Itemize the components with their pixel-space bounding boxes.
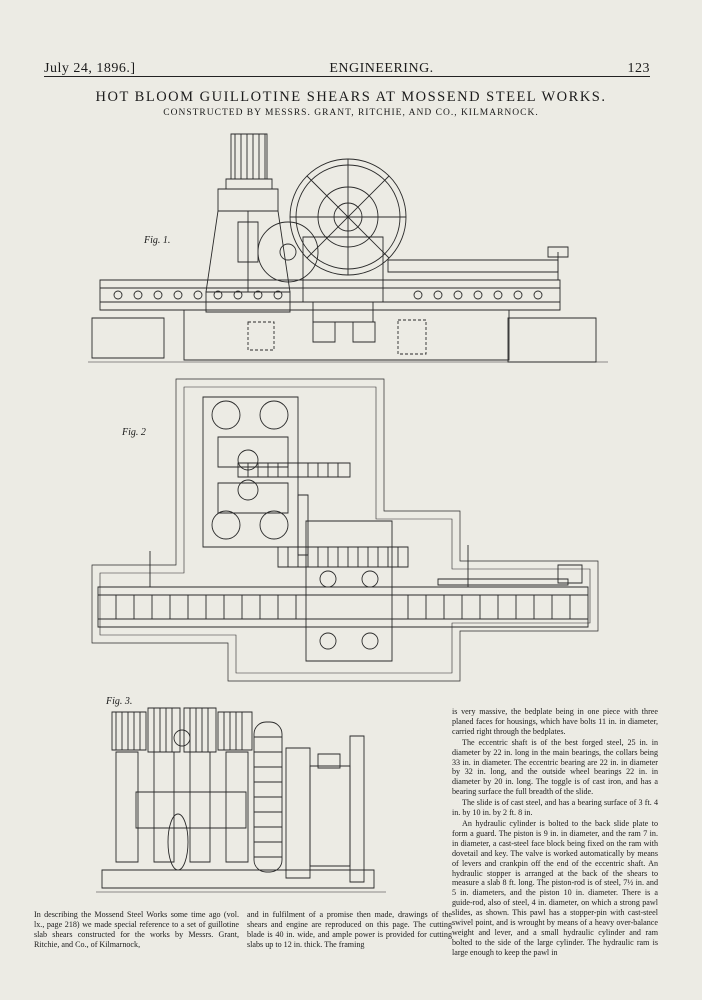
paragraph: An hydraulic cylinder is bolted to the b…	[452, 818, 658, 957]
figure-1-label: Fig. 1.	[144, 235, 171, 246]
masthead-rule	[44, 76, 650, 77]
figure-3-drawing	[96, 692, 434, 904]
figure-3-label: Fig. 3.	[106, 696, 133, 707]
body-column-left: In describing the Mossend Steel Works so…	[34, 910, 239, 950]
fig3-cylinders	[112, 708, 252, 752]
article-subtitle: CONSTRUCTED BY MESSRS. GRANT, RITCHIE, A…	[163, 108, 539, 118]
fig2-rollers	[116, 595, 570, 619]
figure-2-label: Fig. 2	[122, 427, 146, 438]
paragraph: and in fulfilment of a promise then made…	[247, 910, 452, 949]
fig1-rollers	[114, 291, 542, 299]
masthead: July 24, 1896.] ENGINEERING. 123	[44, 55, 650, 77]
journal-title: ENGINEERING.	[329, 61, 434, 76]
issue-date: July 24, 1896.]	[44, 61, 136, 76]
paragraph: The slide is of cast steel, and has a be…	[452, 798, 658, 818]
figure-1-elevation: Fig. 1.	[88, 122, 608, 377]
figure-2-drawing	[88, 375, 608, 687]
body-column-middle: and in fulfilment of a promise then made…	[247, 910, 452, 950]
figure-2-plan: Fig. 2	[88, 375, 608, 687]
figure-3-end-elevation: Fig. 3.	[96, 692, 434, 904]
body-column-right: is very massive, the bedplate being in o…	[452, 707, 658, 959]
article-title: HOT BLOOM GUILLOTINE SHEARS AT MOSSEND S…	[95, 89, 607, 105]
paragraph: The eccentric shaft is of the best forge…	[452, 737, 658, 797]
figure-1-drawing	[88, 122, 608, 377]
paragraph: In describing the Mossend Steel Works so…	[34, 910, 239, 949]
body-bottom-columns: In describing the Mossend Steel Works so…	[34, 910, 656, 950]
page-number: 123	[627, 61, 650, 76]
paragraph: is very massive, the bedplate being in o…	[452, 707, 658, 736]
